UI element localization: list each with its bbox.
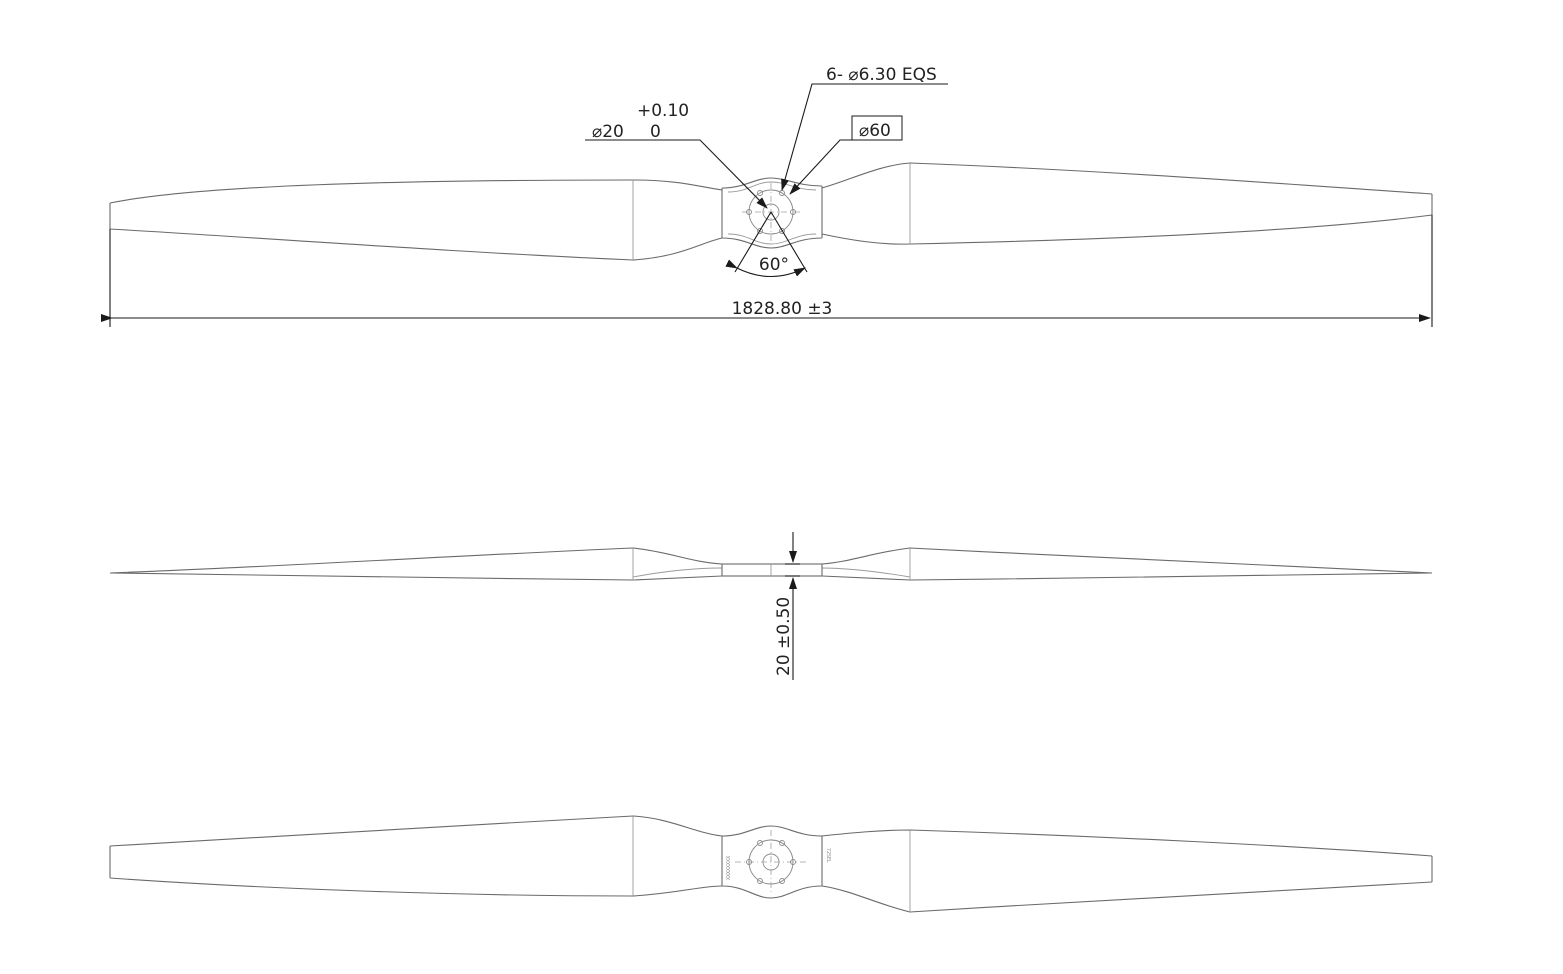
bottom-right-engraving: 72SEL xyxy=(825,848,831,863)
top-hub-inner-top xyxy=(727,181,817,193)
top-pitch-circle xyxy=(748,189,794,235)
bottom-right-blade xyxy=(821,829,1433,913)
top-bolt-holes xyxy=(746,190,796,234)
bottom-hub-outline xyxy=(721,825,823,899)
top-hub-inner-bottom xyxy=(727,233,817,245)
bottom-bolt-holes xyxy=(746,840,796,884)
bottom-view: XXXXXXXX 72SEL xyxy=(109,815,1433,913)
side-view: 20 ±0.50 xyxy=(109,532,1433,680)
bolt-holes-label: 6- ⌀6.30 EQS xyxy=(826,65,937,85)
top-left-blade xyxy=(109,179,723,261)
side-right-blade xyxy=(821,547,1433,581)
bore-tol-upper-label: +0.10 xyxy=(637,101,689,121)
bolt-holes-leader xyxy=(781,83,948,191)
top-right-blade xyxy=(821,162,1433,245)
pitch-circle-box xyxy=(851,115,903,141)
side-left-blade xyxy=(109,547,723,581)
angle-label: 60° xyxy=(759,255,789,275)
angle-arc xyxy=(725,259,806,277)
side-left-blade-inner xyxy=(632,567,723,578)
bore-diameter-label: ⌀20 xyxy=(592,122,624,142)
top-bore xyxy=(762,203,780,221)
side-right-blade-inner xyxy=(821,567,911,578)
thickness-label: 20 ±0.50 xyxy=(774,597,794,676)
top-view: 1828.80 ±3 +0.10 ⌀20 0 6- ⌀6.30 EQS ⌀60 … xyxy=(101,65,1433,327)
bottom-left-engraving: XXXXXXXX xyxy=(726,856,732,880)
bore-leader xyxy=(585,139,768,209)
bottom-left-blade xyxy=(109,815,723,897)
side-hub xyxy=(721,563,823,577)
length-dimension-label: 1828.80 ±3 xyxy=(732,299,833,319)
bore-tol-lower-label: 0 xyxy=(650,122,661,142)
top-hub-outline xyxy=(721,177,823,249)
pitch-circle-label: ⌀60 xyxy=(859,121,891,141)
pitch-circle-leader xyxy=(789,139,852,195)
